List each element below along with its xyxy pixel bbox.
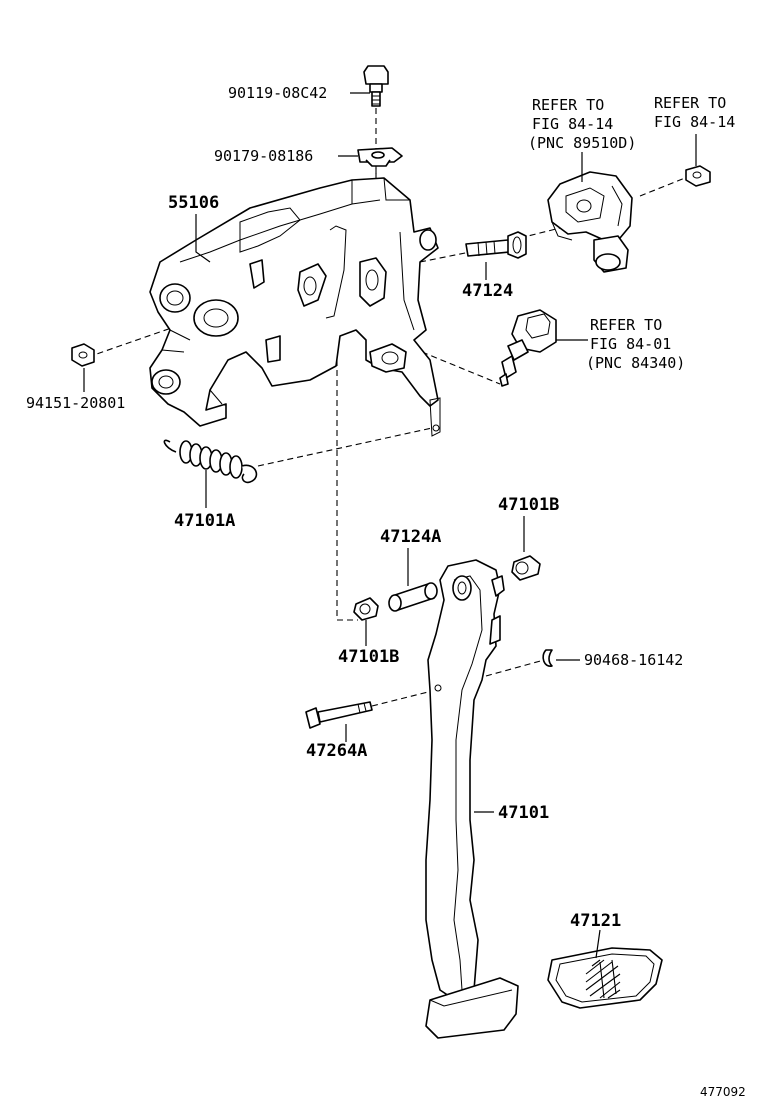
ref-sensor-a-line2: FIG 84-14 [532,115,613,133]
clip-90468-part [542,649,553,667]
bolt-47264A-part [305,701,373,729]
label-pin-47124: 47124 [462,281,513,301]
label-clip-90468: 90468-16142 [584,651,683,669]
leader-lines [83,92,697,959]
pivot-bolt-47124-part [465,231,527,259]
bushing-47101B-left-part [353,597,379,621]
pedal-arm-47101-part [425,559,519,1039]
label-nut-clip-90179: 90179-08186 [214,147,313,165]
nut-clip-90179-part [357,147,403,167]
ref-switch-line1: REFER TO [590,316,662,334]
bushing-47101B-right-part [511,555,541,581]
return-spring-47101A-part [163,439,258,484]
label-collar-47124A: 47124A [380,527,441,547]
ref-switch-line2: FIG 84-01 [590,335,671,353]
reference-notes: REFER TO FIG 84-14 (PNC 89510D) REFER TO… [528,94,735,372]
label-bracket-55106: 55106 [168,193,219,213]
sensor-nut-part [685,165,711,187]
diagram-id: 477092 [700,1085,746,1099]
label-pedal-pad-47121: 47121 [570,911,621,931]
ref-sensor-b-line2: FIG 84-14 [654,113,735,131]
label-bushing-47101B-left: 47101B [338,647,399,667]
ref-sensor-a-line1: REFER TO [532,96,604,114]
nut-94151-part [71,343,95,367]
ref-sensor-a-line3: (PNC 89510D) [528,134,636,152]
label-pedal-arm-47101: 47101 [498,803,549,823]
pedal-bracket-55106-part [149,177,441,437]
stop-lamp-sensor-part [547,171,633,273]
pedal-pad-47121-part [547,947,663,1009]
label-bushing-47101B-right: 47101B [498,495,559,515]
ref-sensor-b-line1: REFER TO [654,94,726,112]
label-spring-47101A: 47101A [174,511,235,531]
brake-switch-part [499,309,557,387]
collar-47124A-part [388,582,438,612]
label-bolt-90119: 90119-08C42 [228,84,327,102]
label-bolt-47264A: 47264A [306,741,367,761]
ref-switch-line3: (PNC 84340) [586,354,685,372]
label-nut-94151: 94151-20801 [26,394,125,412]
bolt-90119-part [363,65,389,107]
part-labels: 90119-08C42 90179-08186 55106 47124 9415… [26,84,746,1099]
